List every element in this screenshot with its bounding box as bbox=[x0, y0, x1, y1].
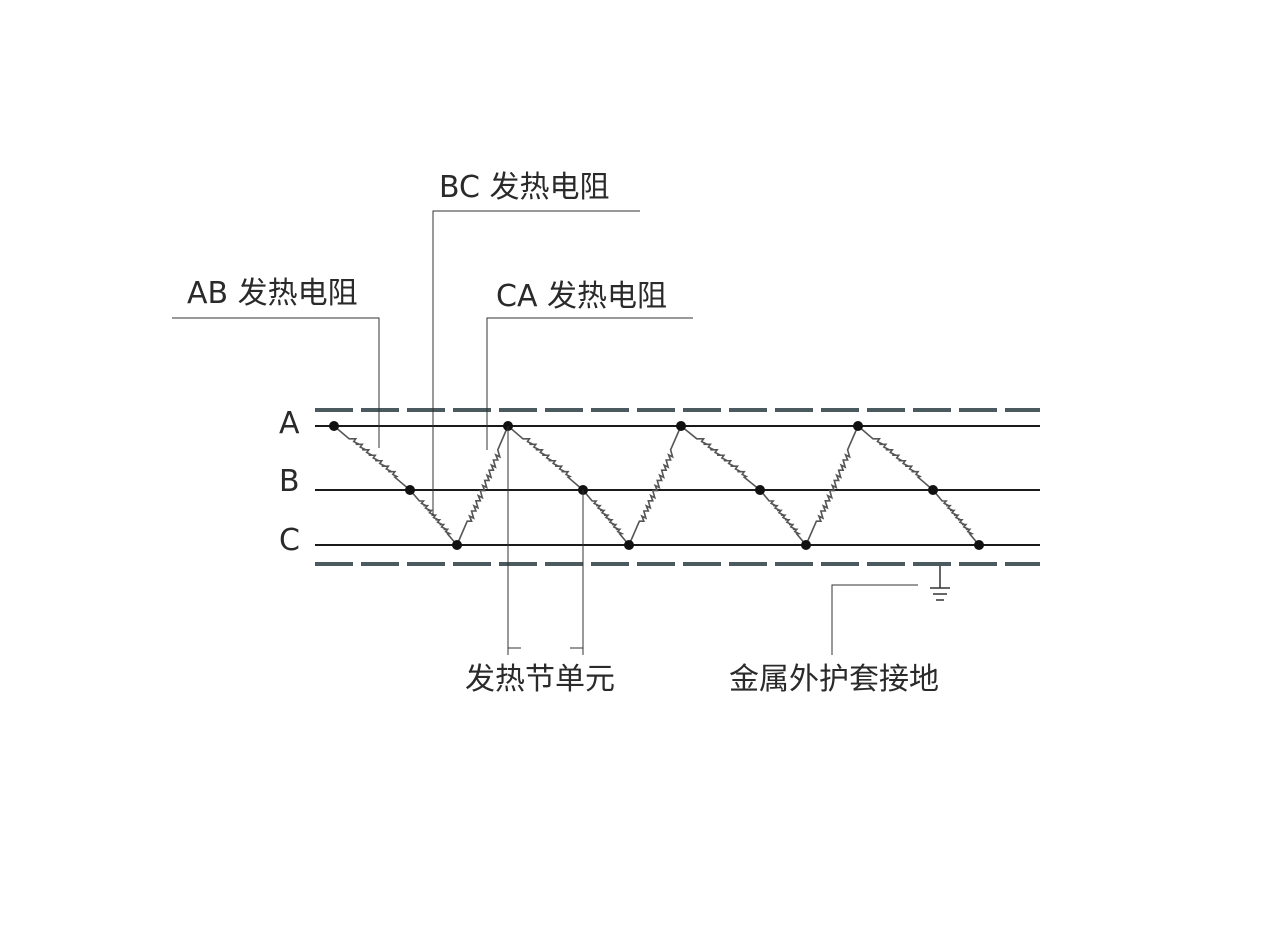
bc-resistor-label: BC 发热电阻 bbox=[439, 170, 610, 205]
resistor-bc bbox=[582, 489, 630, 546]
phase-label-c: C bbox=[279, 523, 300, 558]
junction-node bbox=[974, 540, 984, 550]
phase-label-a: A bbox=[279, 406, 300, 441]
resistor-bc bbox=[932, 489, 980, 546]
sheath-ground-label: 金属外护套接地 bbox=[729, 662, 939, 697]
ab-resistor-label: AB 发热电阻 bbox=[187, 276, 358, 311]
junction-node bbox=[452, 540, 462, 550]
resistor-ca bbox=[628, 425, 682, 546]
heating-unit-label: 发热节单元 bbox=[465, 662, 615, 697]
junction-node bbox=[405, 485, 415, 495]
leader-unit-left bbox=[507, 426, 521, 655]
leader-unit-right bbox=[570, 490, 584, 655]
resistor-ab bbox=[333, 425, 411, 491]
resistor-ab bbox=[680, 425, 761, 491]
junction-node bbox=[624, 540, 634, 550]
leader-ground bbox=[831, 584, 918, 655]
resistor-ab bbox=[507, 425, 584, 491]
resistor-ca bbox=[456, 425, 509, 546]
resistor-bc bbox=[409, 489, 458, 546]
resistor-ca bbox=[805, 425, 859, 546]
junction-node bbox=[755, 485, 765, 495]
resistor-ab bbox=[857, 425, 934, 491]
ground-icon bbox=[930, 566, 950, 601]
junction-node bbox=[853, 421, 863, 431]
junction-node bbox=[329, 421, 339, 431]
leader-bc bbox=[432, 210, 640, 515]
leader-ca bbox=[486, 317, 693, 450]
resistor-bc bbox=[759, 489, 807, 546]
leader-ab bbox=[172, 317, 380, 448]
junction-node bbox=[676, 421, 686, 431]
junction-node bbox=[801, 540, 811, 550]
ca-resistor-label: CA 发热电阻 bbox=[496, 279, 668, 314]
junction-node bbox=[928, 485, 938, 495]
phase-label-b: B bbox=[279, 464, 300, 499]
